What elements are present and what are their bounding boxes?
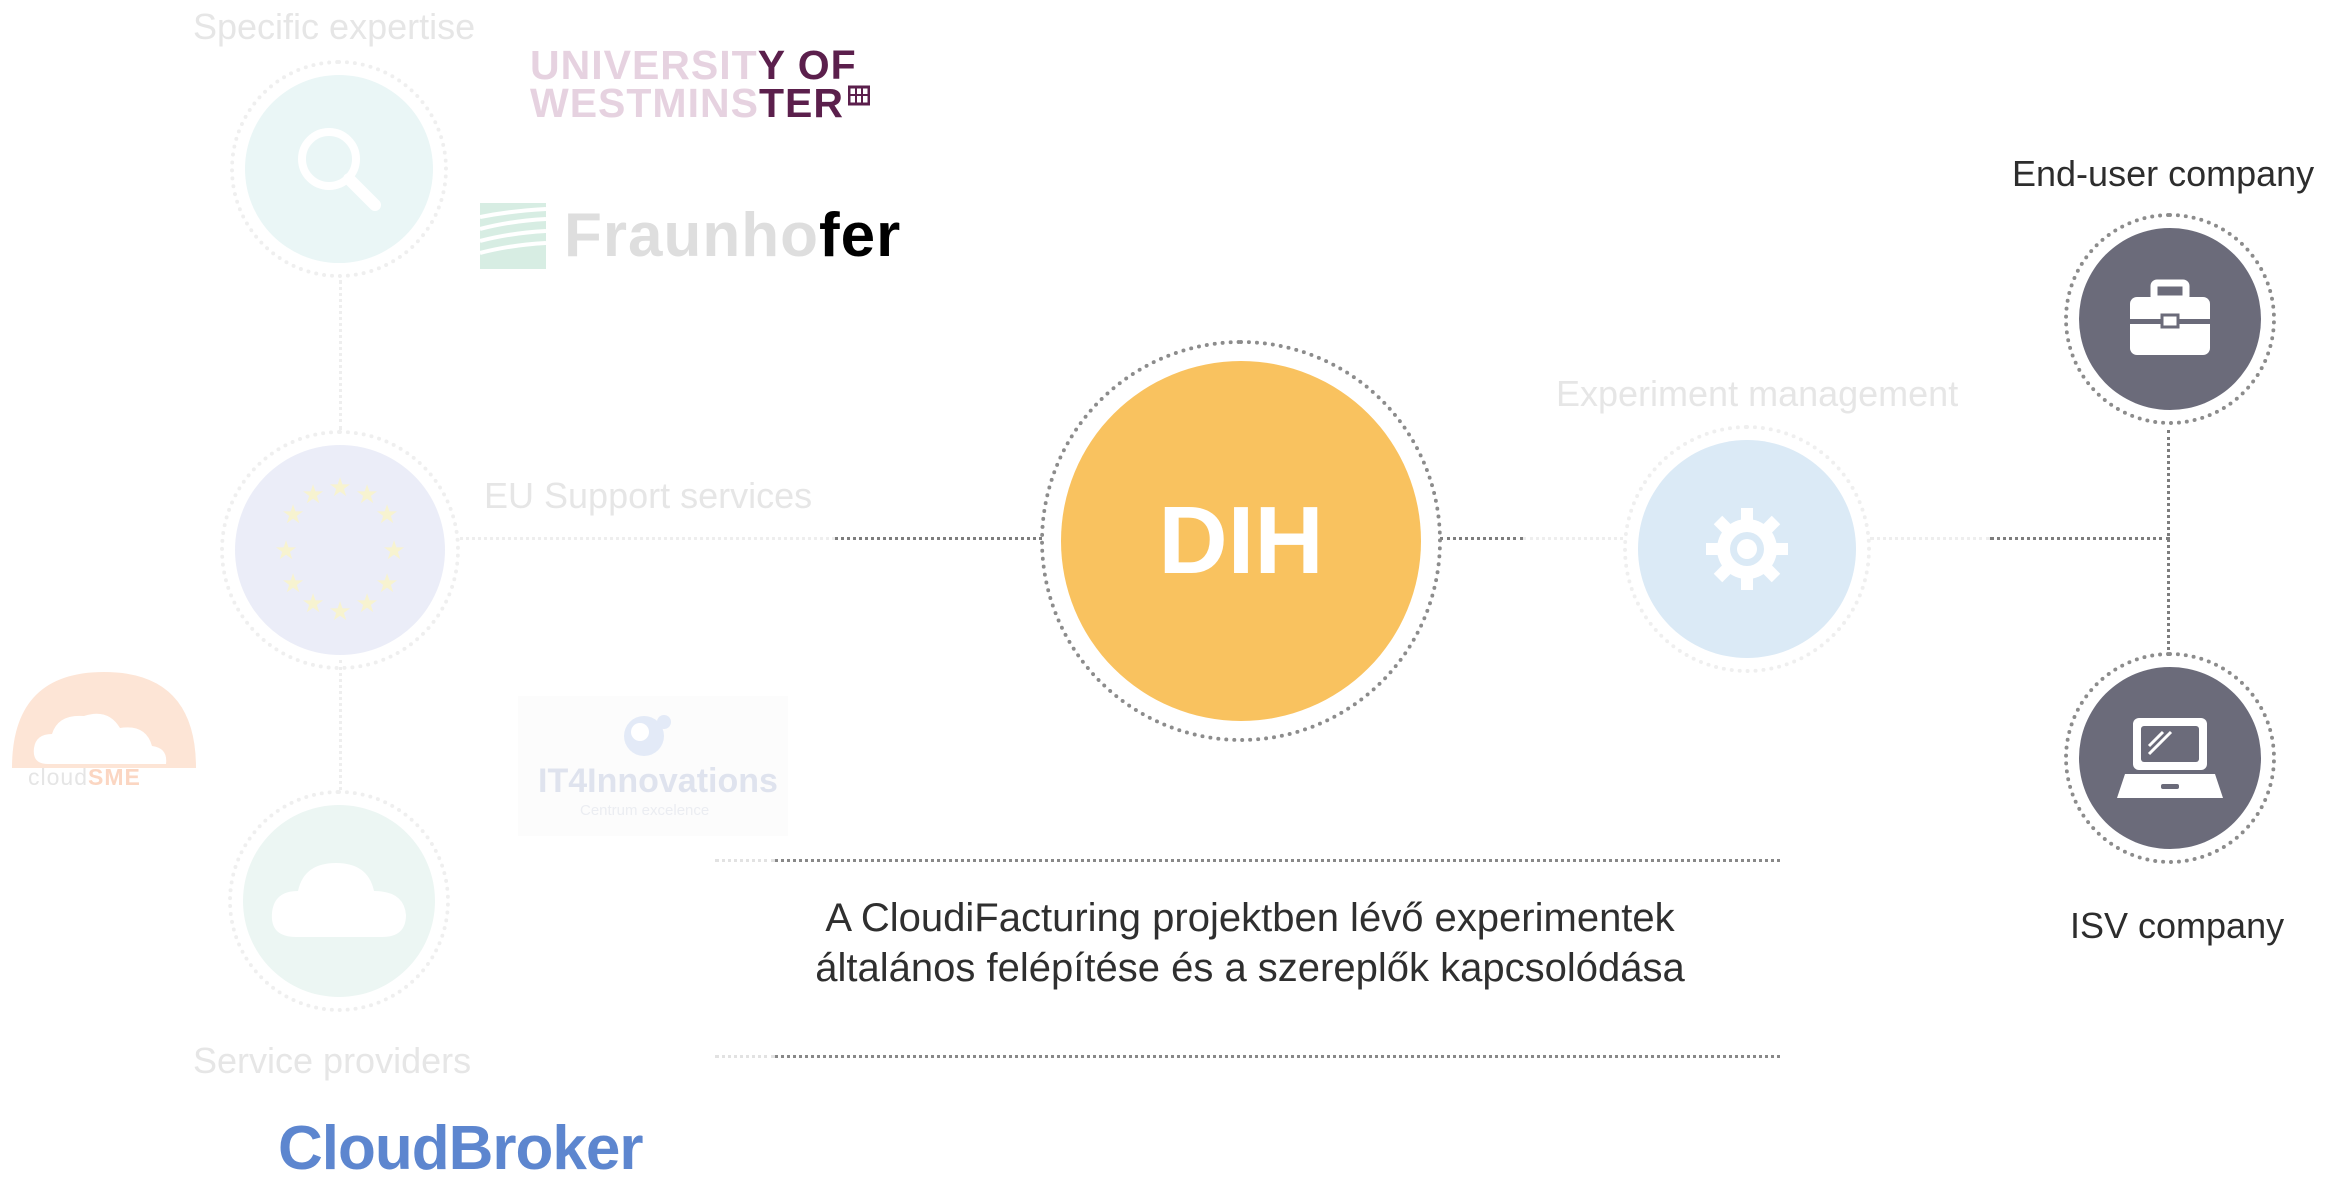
node-specific-expertise xyxy=(230,60,448,278)
gear-icon xyxy=(1702,504,1792,594)
node-dih xyxy=(1040,340,1442,742)
node-end-user-company xyxy=(2064,213,2276,425)
caption-rule-bottom xyxy=(775,1055,1780,1058)
label-isv-company: ISV company xyxy=(2070,905,2285,946)
svg-text:★: ★ xyxy=(281,569,304,599)
node-service-providers xyxy=(228,790,450,1012)
label-experiment-management: Experiment management xyxy=(1556,373,1959,414)
caption-line-2: általános felépítése és a szereplők kapc… xyxy=(815,946,1685,990)
node-experiment-management xyxy=(1623,425,1871,673)
node-eu-support xyxy=(220,430,460,670)
svg-text:★: ★ xyxy=(355,480,378,510)
westminster-text-faded-2: WESTMINS xyxy=(530,80,759,126)
svg-text:★: ★ xyxy=(382,536,405,566)
svg-text:★: ★ xyxy=(328,597,351,627)
cloudsme-dome-icon xyxy=(12,672,196,768)
svg-text:★: ★ xyxy=(274,536,297,566)
cloudsme-text-2: SME xyxy=(87,764,141,790)
connector-eu-providers xyxy=(339,660,342,790)
caption-rule-top xyxy=(775,859,1780,862)
connector-dih-experiment-faint xyxy=(1523,537,1623,540)
it4i-orb-icon xyxy=(620,708,680,758)
caption: A CloudiFacturing projektben lévő experi… xyxy=(740,893,1760,993)
magnifier-icon xyxy=(289,119,389,219)
connector-expertise-eu xyxy=(339,280,342,430)
end-user-disc xyxy=(2079,228,2261,410)
connector-eu-dih xyxy=(835,537,1042,540)
cloudsme-text-1: cloud xyxy=(28,764,88,790)
caption-rule-top-faint xyxy=(715,859,775,862)
fraunhofer-text: fer xyxy=(818,201,902,270)
svg-text:★: ★ xyxy=(375,569,398,599)
fraunhofer-mark-icon xyxy=(480,202,546,269)
westminster-text-faded-1: UNIVERSIT xyxy=(530,42,758,88)
provider-disc xyxy=(243,805,435,997)
logo-cloudsme: cloudSME xyxy=(8,668,200,790)
eu-disc: ★ ★ ★ ★ ★ ★ ★ ★ ★ ★ ★ ★ xyxy=(235,445,445,655)
caption-line-1: A CloudiFacturing projektben lévő experi… xyxy=(825,896,1675,940)
isv-disc xyxy=(2079,667,2261,849)
svg-text:★: ★ xyxy=(281,500,304,530)
westminster-crest-icon xyxy=(847,84,870,106)
svg-text:★: ★ xyxy=(355,589,378,619)
logo-cloudbroker: CloudBroker xyxy=(278,1114,643,1183)
label-end-user-company: End-user company xyxy=(2012,153,2315,194)
connector-dih-experiment xyxy=(1440,537,1523,540)
laptop-icon xyxy=(2115,708,2225,808)
logo-university-of-westminster: UNIVERSITY OF WESTMINSTER xyxy=(530,45,870,124)
connector-experiment-spine xyxy=(1990,537,2170,540)
label-eu-support: EU Support services xyxy=(484,475,813,516)
connector-enduser-isv xyxy=(2167,430,2170,656)
briefcase-icon xyxy=(2122,271,2218,367)
caption-rule-bottom-faint xyxy=(715,1055,775,1058)
svg-text:★: ★ xyxy=(375,500,398,530)
westminster-text-1: Y OF xyxy=(757,42,857,88)
label-specific-expertise: Specific expertise xyxy=(193,6,476,47)
svg-text:★: ★ xyxy=(301,480,324,510)
logo-fraunhofer: Fraunhofer xyxy=(480,200,901,271)
logo-it4innovations: IT4Innovations Centrum excelence xyxy=(518,696,788,836)
it4i-text: IT4Innovations xyxy=(538,762,778,800)
svg-text:★: ★ xyxy=(328,473,351,503)
connector-experiment-spine-faint xyxy=(1870,537,1990,540)
westminster-text-2: TER xyxy=(758,80,844,126)
label-service-providers: Service providers xyxy=(193,1040,472,1081)
svg-text:★: ★ xyxy=(301,589,324,619)
fraunhofer-text-faded: Fraunho xyxy=(564,201,819,270)
connector-eu-dih-faint xyxy=(460,537,835,540)
expertise-disc xyxy=(245,75,433,263)
cloud-icon xyxy=(264,851,414,951)
dih-disc: DIH xyxy=(1061,361,1421,721)
node-isv-company xyxy=(2064,652,2276,864)
eu-stars-icon: ★ ★ ★ ★ ★ ★ ★ ★ ★ ★ ★ ★ xyxy=(250,460,430,640)
experiment-disc xyxy=(1638,440,1856,658)
dih-label: DIH xyxy=(1158,487,1324,594)
it4i-subtext: Centrum excelence xyxy=(580,802,710,819)
